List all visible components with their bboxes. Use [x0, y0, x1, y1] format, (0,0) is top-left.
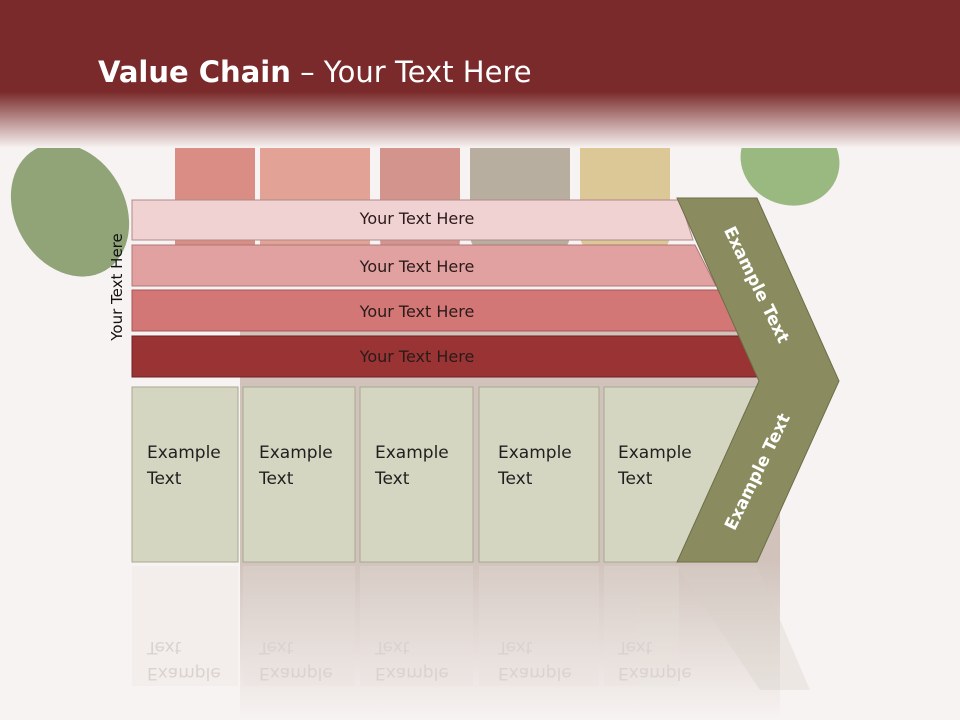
box-4 — [478, 386, 600, 563]
title-rest: – Your Text Here — [290, 55, 532, 89]
bar-4-label: Your Text Here — [359, 347, 475, 366]
box-4-line2: Text — [498, 469, 533, 489]
box-4-reflection: Example Text — [498, 634, 572, 686]
box-1-reflection: Example Text — [147, 634, 221, 686]
box-3-line2: Text — [375, 469, 410, 489]
box-1-refl-line2: Text — [147, 637, 182, 657]
box-3-line1: Example — [375, 443, 449, 463]
box-3-refl-line2: Text — [375, 637, 410, 657]
bar-1-label: Your Text Here — [359, 209, 475, 228]
box-5-refl-line1: Example — [618, 663, 692, 683]
box-2-line1: Example — [259, 443, 333, 463]
title-bold: Value Chain — [98, 55, 291, 89]
bar-1 — [131, 199, 694, 241]
box-2-refl-line2: Text — [259, 637, 294, 657]
box-5-line1: Example — [618, 443, 692, 463]
box-2-refl-line1: Example — [259, 663, 333, 683]
box-1 — [131, 386, 239, 563]
bar-3-label: Your Text Here — [359, 302, 475, 321]
box-4-line1: Example — [498, 443, 572, 463]
chevron-arrow — [676, 197, 840, 563]
box-1-line1: Example — [147, 443, 221, 463]
box-2-line2: Text — [259, 469, 294, 489]
chevron-reflection — [677, 566, 810, 690]
bar-2-label: Your Text Here — [359, 257, 475, 276]
box-5-reflection: Example Text — [618, 634, 692, 686]
box-4-refl-line1: Example — [498, 663, 572, 683]
box-2-reflection: Example Text — [259, 634, 333, 686]
box-2 — [242, 386, 356, 563]
box-5-line2: Text — [618, 469, 653, 489]
box-5-refl-line2: Text — [618, 637, 653, 657]
box-1-refl-line1: Example — [147, 663, 221, 683]
box-3-refl-line1: Example — [375, 663, 449, 683]
box-1-line2: Text — [147, 469, 182, 489]
page-title: Value Chain – Your Text Here — [98, 55, 532, 89]
box-3 — [359, 386, 474, 563]
box-4-refl-line2: Text — [498, 637, 533, 657]
box-3-reflection: Example Text — [375, 634, 449, 686]
